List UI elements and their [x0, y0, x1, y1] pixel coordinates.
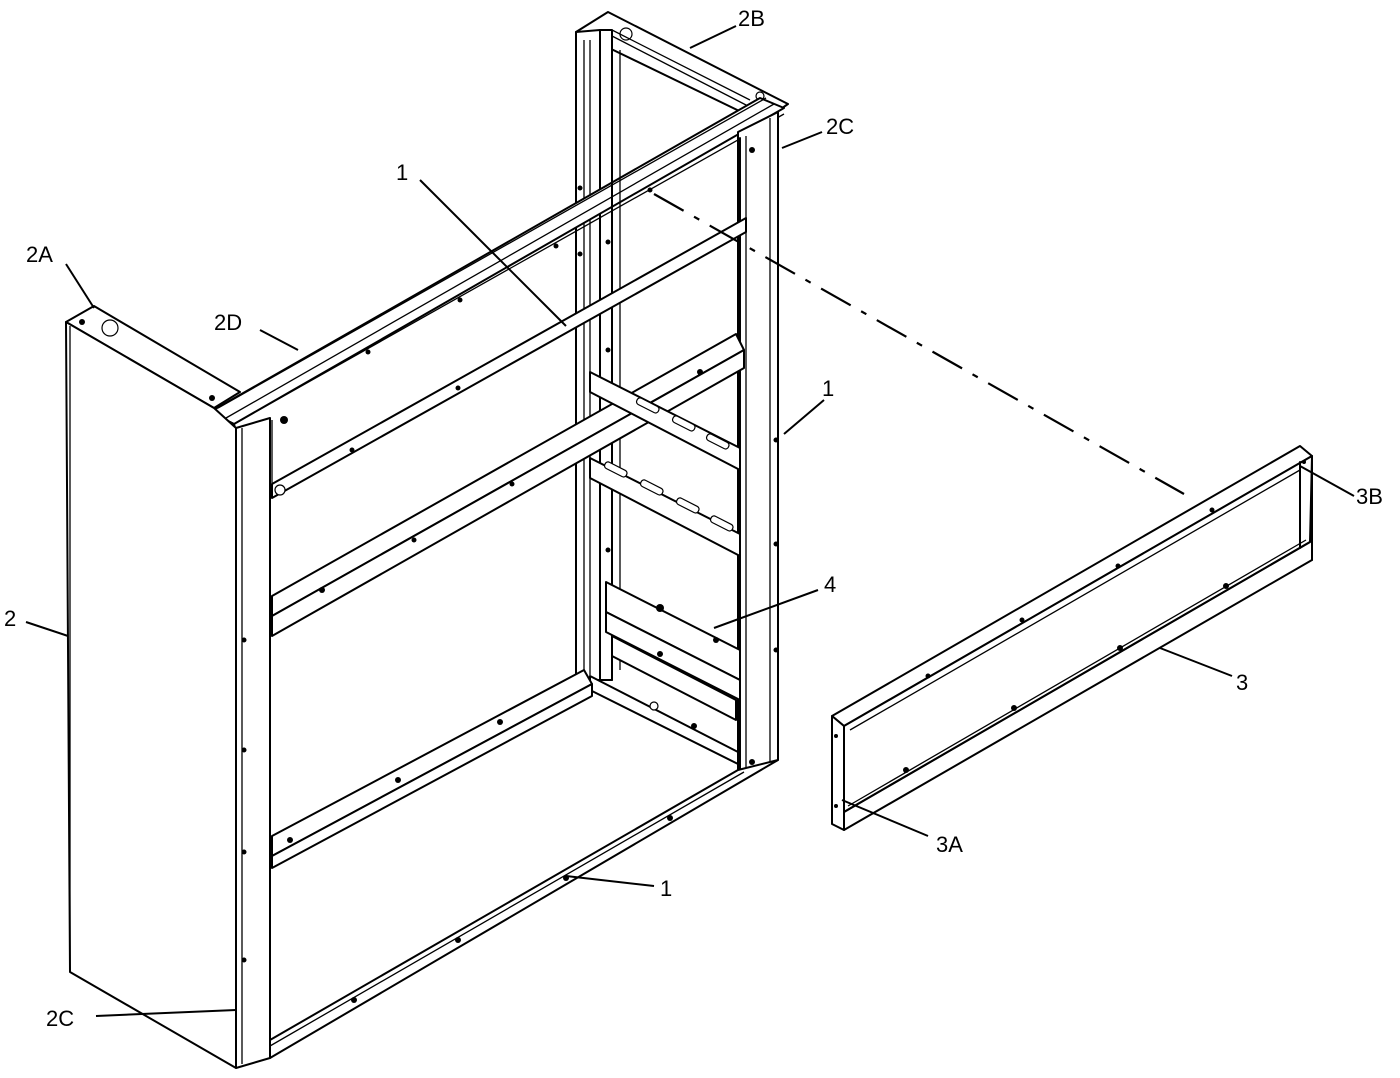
right-front-post: [737, 111, 779, 779]
callout-2c-bottom: 2C: [46, 1006, 74, 1031]
callout-2d: 2D: [214, 310, 242, 335]
left-front-post: [235, 417, 271, 1069]
callout-2b: 2B: [738, 6, 765, 31]
callout-2: 2: [4, 606, 16, 631]
callout-labels: 1 1 1 2 2A 2B 2C 2C 2D 3 3A 3B 4: [4, 6, 1383, 1031]
bracket-4: [605, 581, 741, 721]
access-panel-3: [831, 445, 1313, 831]
bottom-rail: [269, 759, 779, 1059]
callout-1-top: 1: [396, 160, 408, 185]
slotted-channel-lower: [589, 457, 741, 557]
callout-2a: 2A: [26, 242, 53, 267]
lower-front-angle: [271, 669, 593, 869]
frame-assembly: [65, 11, 789, 1069]
explosion-line: [653, 193, 1185, 495]
rivets: [241, 185, 779, 963]
slotted-channel-upper: [589, 371, 741, 471]
middle-angle-bar: [271, 333, 745, 637]
callout-2c-top: 2C: [826, 114, 854, 139]
callout-1-bottom: 1: [660, 876, 672, 901]
callout-3: 3: [1236, 670, 1248, 695]
upper-cross-bar: [271, 217, 747, 499]
callout-3a: 3A: [936, 832, 963, 857]
callout-3b: 3B: [1356, 484, 1383, 509]
left-end-panel: [65, 305, 241, 1069]
callout-4: 4: [824, 572, 836, 597]
callout-1-right: 1: [822, 376, 834, 401]
leader-lines: [25, 25, 1355, 1017]
